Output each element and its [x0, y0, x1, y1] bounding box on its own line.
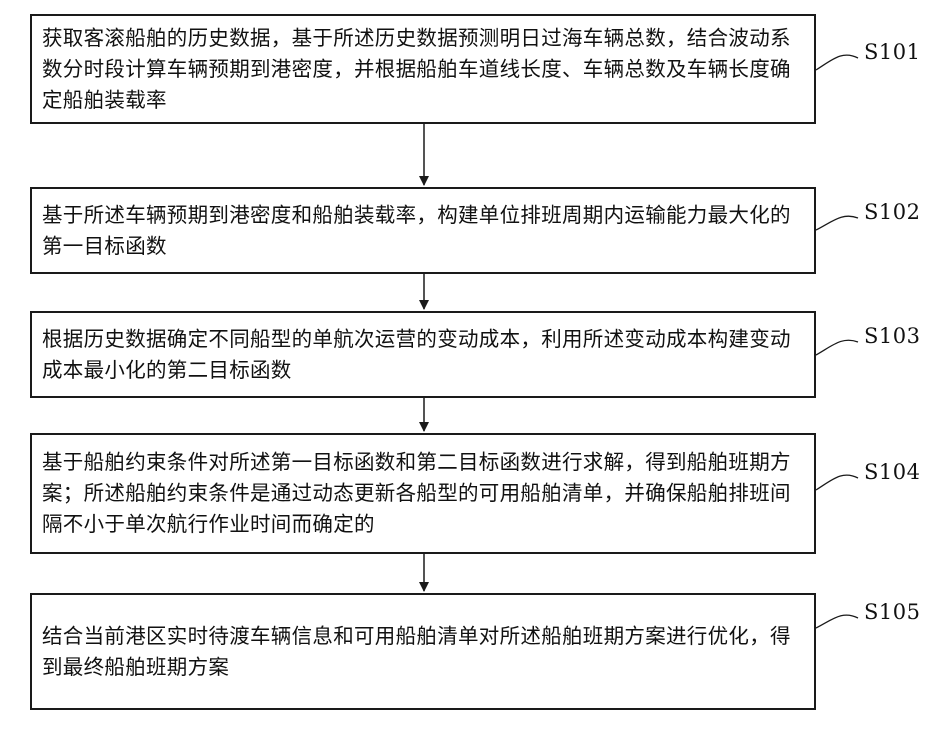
step-box-s105: 结合当前港区实时待渡车辆信息和可用船舶清单对所述船舶班期方案进行优化，得到最终船… [30, 593, 816, 710]
step-text-s101: 获取客滚船舶的历史数据，基于所述历史数据预测明日过海车辆总数，结合波动系数分时段… [42, 23, 804, 116]
step-label-s105: S105 [864, 600, 920, 624]
leader-s102 [816, 216, 858, 230]
step-label-s102: S102 [864, 200, 920, 224]
leader-s105 [816, 615, 858, 628]
step-label-s103: S103 [864, 324, 920, 348]
step-box-s103: 根据历史数据确定不同船型的单航次运营的变动成本，利用所述变动成本构建变动成本最小… [30, 311, 816, 398]
step-box-s101: 获取客滚船舶的历史数据，基于所述历史数据预测明日过海车辆总数，结合波动系数分时段… [30, 14, 816, 124]
step-text-s102: 基于所述车辆预期到港密度和船舶装载率，构建单位排班周期内运输能力最大化的第一目标… [42, 200, 804, 262]
step-text-s105: 结合当前港区实时待渡车辆信息和可用船舶清单对所述船舶班期方案进行优化，得到最终船… [42, 621, 804, 683]
step-text-s103: 根据历史数据确定不同船型的单航次运营的变动成本，利用所述变动成本构建变动成本最小… [42, 324, 804, 386]
leader-s104 [816, 475, 858, 490]
step-box-s102: 基于所述车辆预期到港密度和船舶装载率，构建单位排班周期内运输能力最大化的第一目标… [30, 187, 816, 274]
leader-s103 [816, 340, 858, 355]
step-text-s104: 基于船舶约束条件对所述第一目标函数和第二目标函数进行求解，得到船舶班期方案；所述… [42, 447, 804, 540]
step-label-s101: S101 [864, 40, 920, 64]
step-label-s104: S104 [864, 460, 920, 484]
leader-s101 [816, 55, 858, 70]
step-box-s104: 基于船舶约束条件对所述第一目标函数和第二目标函数进行求解，得到船舶班期方案；所述… [30, 433, 816, 554]
